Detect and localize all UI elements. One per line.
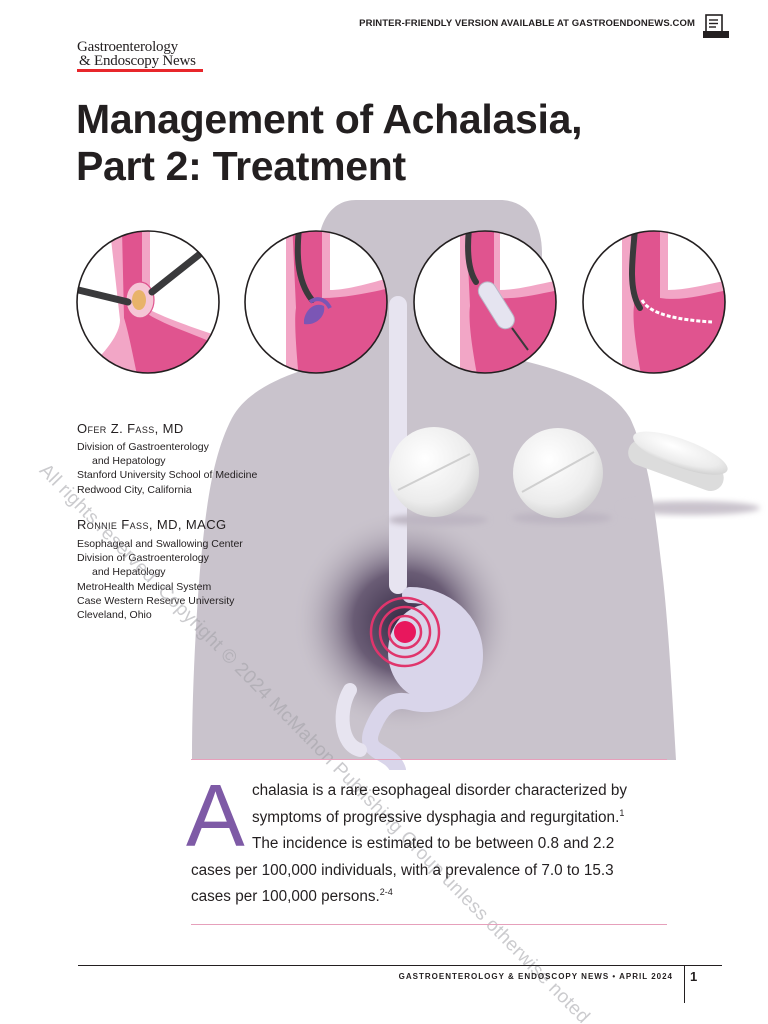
printer-friendly-link[interactable]: PRINTER-FRIENDLY VERSION AVAILABLE AT GA…: [359, 18, 695, 29]
logo-underline: [77, 69, 203, 72]
drop-cap: A: [186, 766, 245, 865]
body-text: cases per 100,000 persons.: [191, 888, 380, 906]
article-title: Management of Achalasia, Part 2: Treatme…: [76, 96, 696, 190]
author-block-2: Ronnie Fass, MD, MACG Esophageal and Swa…: [77, 517, 243, 622]
achalasia-treatment-illustration: [76, 200, 760, 770]
author-affiliation: Esophageal and Swallowing Center Divisio…: [77, 537, 243, 622]
author-affiliation: Division of Gastroenterology and Hepatol…: [77, 440, 257, 497]
publication-logo[interactable]: Gastroenterology & Endoscopy News: [77, 40, 207, 72]
affiliation-line: and Hepatology: [92, 566, 166, 579]
body-bottom-rule: [191, 924, 667, 925]
title-line-2: Part 2: Treatment: [76, 143, 406, 189]
body-line: chalasia is a rare esophageal disorder c…: [252, 782, 627, 799]
footer-publication-date: GASTROENTEROLOGY & ENDOSCOPY NEWS • APRI…: [398, 972, 673, 981]
logo-line-2: & Endoscopy News: [79, 53, 196, 69]
footer-rule: [78, 965, 722, 966]
pill-1: [388, 427, 488, 526]
pill-2: [512, 428, 612, 524]
affiliation-line: Division of Gastroenterology: [77, 441, 209, 453]
affiliation-line: Division of Gastroenterology: [77, 552, 209, 565]
body-top-rule: [191, 759, 667, 760]
reference-1[interactable]: 1: [619, 807, 625, 818]
poem-circle: [583, 231, 725, 373]
affiliation-line: Esophageal and Swallowing Center: [77, 538, 243, 550]
page-number: 1: [690, 969, 698, 984]
pill-3: [620, 431, 760, 515]
myotomy-circle: [77, 231, 219, 373]
title-line-1: Management of Achalasia,: [76, 96, 583, 142]
printer-icon[interactable]: [703, 14, 729, 40]
reference-2-4[interactable]: 2-4: [379, 887, 393, 898]
body-line: cases per 100,000 individuals, with a pr…: [191, 861, 614, 879]
body-line: cases per 100,000 persons.2-4: [191, 884, 671, 911]
author-name: Ronnie Fass, MD, MACG: [77, 517, 227, 532]
affiliation-line: Redwood City, California: [77, 483, 192, 496]
logo-line-1: Gastroenterology: [77, 39, 178, 55]
affiliation-line: MetroHealth Medical System: [77, 580, 212, 593]
affiliation-line: Stanford University School of Medicine: [77, 469, 258, 482]
body-line: symptoms of progressive dysphagia and re…: [191, 805, 671, 832]
affiliation-line: Cleveland, Ohio: [77, 609, 152, 622]
affiliation-line: and Hepatology: [92, 455, 166, 468]
author-name: Ofer Z. Fass, MD: [77, 421, 184, 436]
body-text: symptoms of progressive dysphagia and re…: [252, 808, 620, 826]
footer-divider: [684, 965, 685, 1003]
intro-paragraph: chalasia is a rare esophageal disorder c…: [191, 778, 671, 911]
body-line: The incidence is estimated to be between…: [252, 835, 615, 853]
les-target: [369, 596, 441, 668]
author-block-1: Ofer Z. Fass, MD Division of Gastroenter…: [77, 421, 257, 497]
affiliation-line: Case Western Reserve University: [77, 594, 235, 607]
